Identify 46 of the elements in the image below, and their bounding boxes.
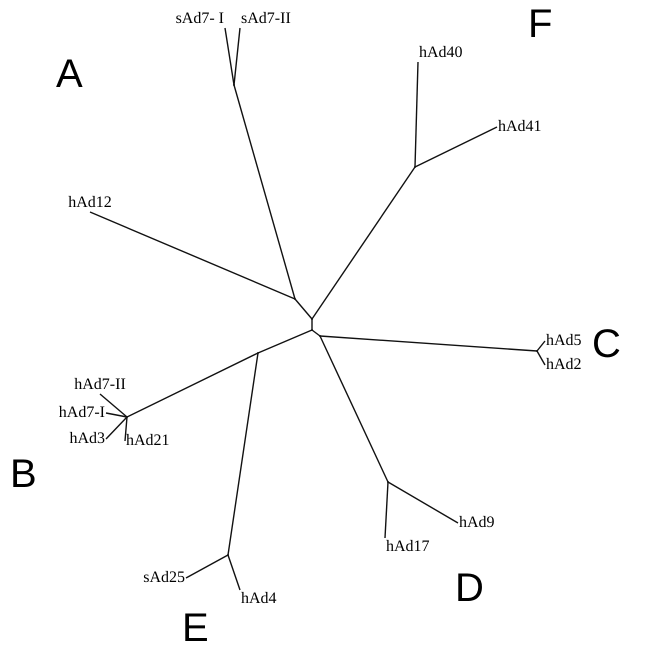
tree-branch [224,28,235,86]
taxon-label: sAd25 [142,569,186,587]
taxon-label: hAd4 [240,590,278,608]
taxon-label: hAd12 [67,194,113,212]
tree-branch [106,416,128,440]
tree-branch [227,554,241,590]
tree-branch [294,298,313,320]
clade-letter: B [10,452,37,496]
tree-branch [536,340,546,352]
clade-letter: D [455,566,484,610]
tree-branch [227,352,259,556]
tree-branch [311,319,313,330]
tree-branch [233,84,296,300]
tree-branch [90,211,296,300]
tree-branch [126,352,258,418]
tree-branch [186,554,228,579]
clade-letter: A [56,52,83,96]
tree-branch [388,481,458,524]
clade-letter: F [528,2,552,46]
tree-branch [414,62,419,168]
taxon-label: hAd21 [125,432,171,450]
taxon-label: hAd17 [385,538,431,556]
tree-branch [124,416,128,442]
tree-branch [106,412,128,418]
clade-letter: E [182,606,209,650]
taxon-label: sAd7-II [240,10,292,28]
taxon-label: hAd7-II [73,376,127,394]
tree-branch [258,329,312,354]
tree-branch [312,329,320,337]
taxon-label: hAd3 [68,430,106,448]
taxon-label: hAd41 [497,118,543,136]
taxon-label: sAd7- I [174,10,225,28]
tree-branch [384,482,389,538]
taxon-label: hAd7-I [58,404,106,422]
tree-branch [100,393,128,418]
clade-letter: C [592,322,621,366]
tree-branch [536,350,546,366]
taxon-label: hAd9 [458,514,496,532]
tree-branch [319,336,389,482]
taxon-label: hAd40 [418,44,464,62]
tree-branch [414,126,498,168]
tree-branch [320,335,538,352]
taxon-label: hAd5 [545,332,583,350]
tree-branch [233,28,241,86]
tree-branch [311,166,416,320]
taxon-label: hAd2 [545,356,583,374]
